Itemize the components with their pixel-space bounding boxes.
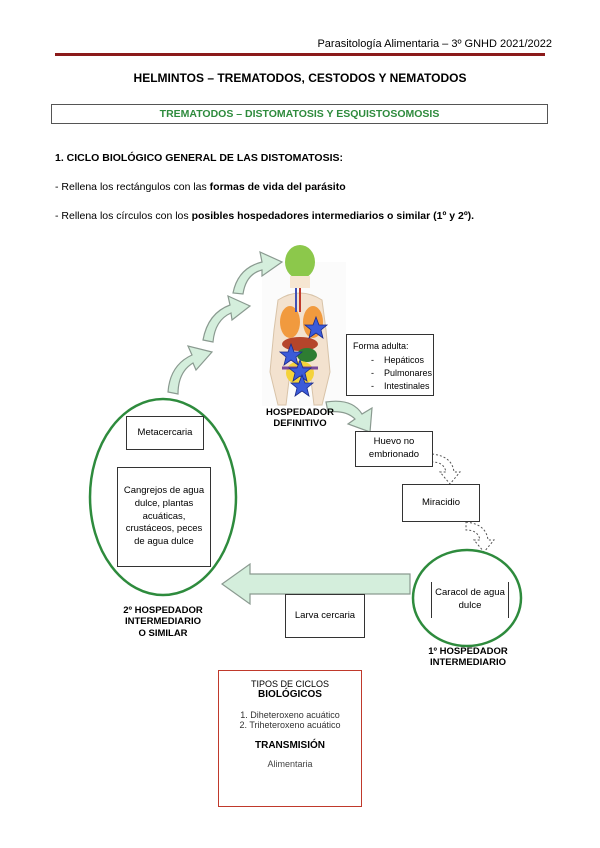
dashed-arrow-icons	[431, 453, 496, 553]
human-body-icon	[262, 245, 346, 406]
second-hosts-box: Cangrejos de agua dulce, plantas acuátic…	[117, 467, 211, 567]
page-header: Parasitología Alimentaria – 3º GNHD 2021…	[317, 38, 552, 50]
second-host-circle	[88, 397, 238, 597]
cycle-types-box: TIPOS DE CICLOS BIOLÓGICOS 1. Diheteroxe…	[218, 670, 362, 807]
transmission-value: Alimentaria	[267, 759, 313, 769]
header-rule	[55, 53, 545, 56]
cycle-types-heading: TIPOS DE CICLOS	[250, 679, 330, 689]
adult-form-item: - Hepáticos	[371, 355, 425, 365]
subtitle-box: TREMATODOS – DISTOMATOSIS Y ESQUISTOSOMO…	[51, 104, 548, 124]
adult-form-box: Forma adulta: - Hepáticos - Pulmonares -…	[346, 334, 434, 396]
instruction-2: - Rellena los círculos con los posibles …	[55, 210, 474, 222]
instruction-2-bold: posibles hospedadores intermediarios o s…	[191, 210, 475, 222]
curved-arrow-icons	[167, 250, 373, 433]
miracidium-box: Miracidio	[402, 484, 480, 522]
cycle-type-item: 2. Triheteroxeno acuático	[239, 720, 341, 730]
star-icons	[278, 315, 329, 397]
cercaria-box: Larva cercaria	[285, 594, 365, 638]
adult-form-title: Forma adulta:	[353, 341, 409, 351]
cycle-type-item: 1. Diheteroxeno acuático	[240, 710, 340, 720]
instruction-2-text: - Rellena los círculos con los	[55, 210, 192, 222]
adult-form-list: - Hepáticos - Pulmonares - Intestinales	[371, 354, 433, 393]
first-host-circle	[411, 548, 523, 648]
instruction-1-bold: formas de vida del parásito	[209, 181, 346, 193]
page-title: HELMINTOS – TREMATODOS, CESTODOS Y NEMAT…	[133, 71, 467, 85]
metacercaria-box: Metacercaria	[126, 416, 204, 450]
instruction-1: - Rellena los rectángulos con las formas…	[55, 181, 346, 193]
snail-box: Caracol de agua dulce	[431, 582, 509, 618]
egg-box: Huevo no embrionado	[355, 431, 433, 467]
cycle-types-subheading: BIOLÓGICOS	[258, 689, 322, 700]
transmission-heading: TRANSMISIÓN	[255, 740, 325, 751]
adult-form-item: - Intestinales	[371, 381, 430, 392]
adult-form-item: - Pulmonares	[371, 368, 433, 379]
section-heading: 1. CICLO BIOLÓGICO GENERAL DE LAS DISTOM…	[55, 152, 343, 164]
instruction-1-text: - Rellena los rectángulos con las	[55, 181, 210, 193]
